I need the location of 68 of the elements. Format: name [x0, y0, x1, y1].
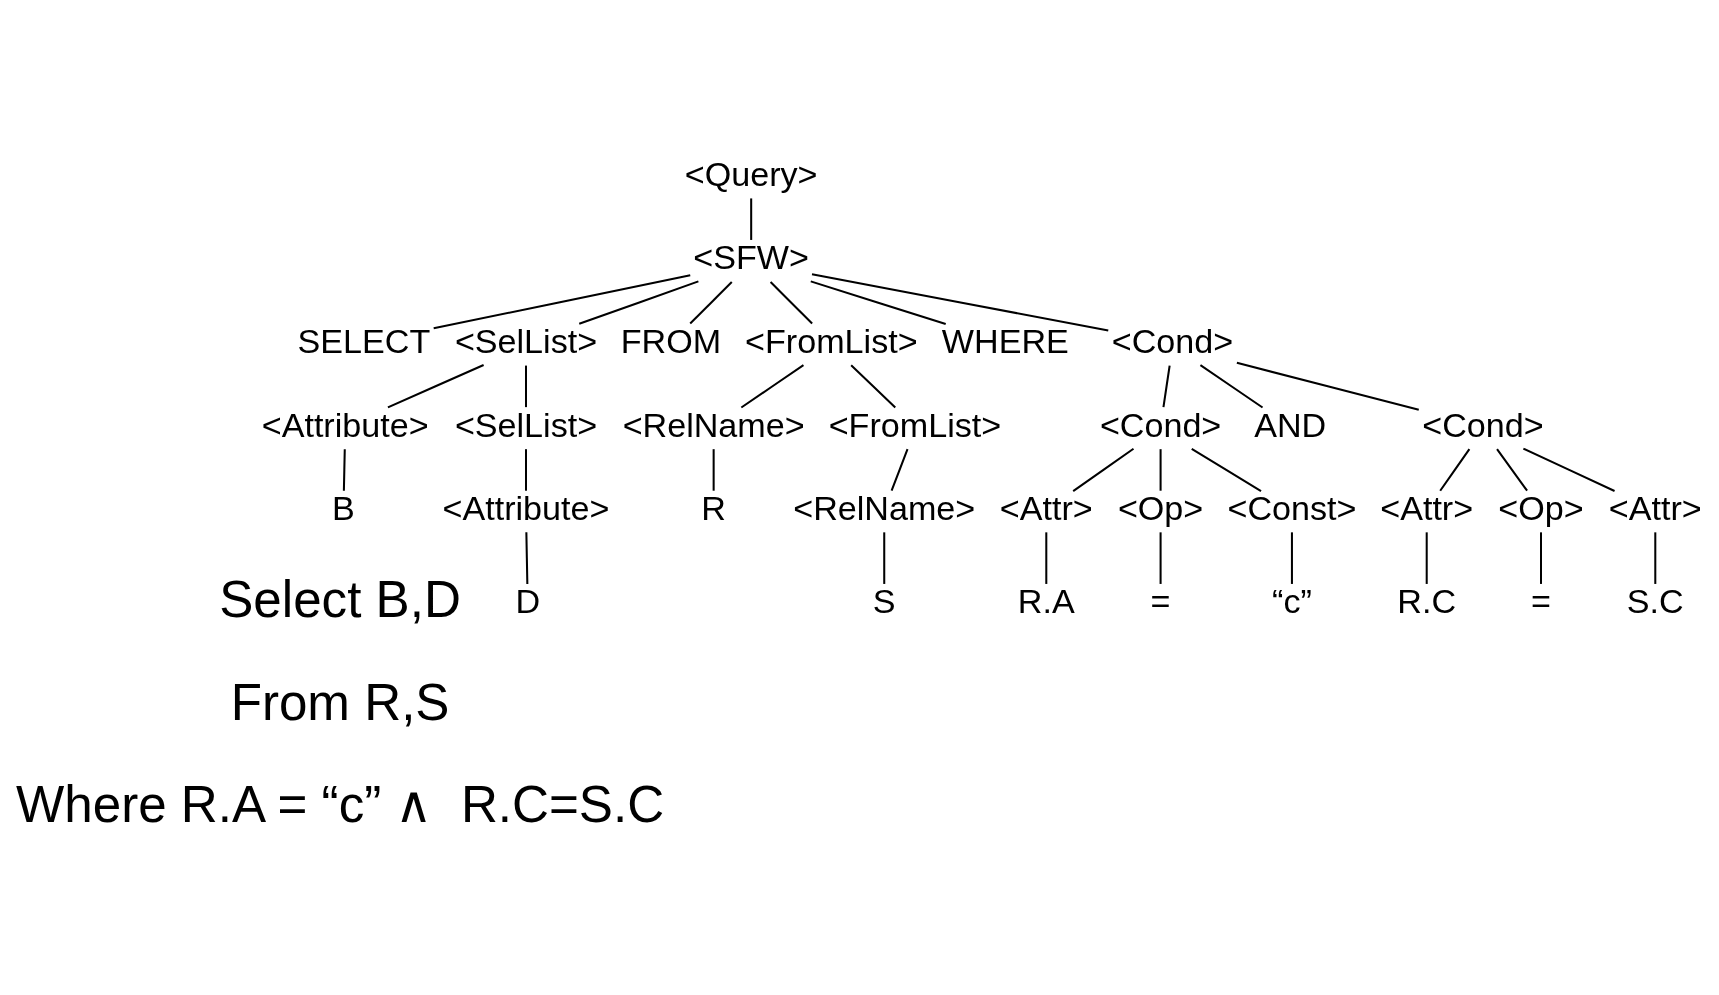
node-text: <FromList>: [828, 405, 1002, 444]
node-text: <Query>: [684, 154, 818, 193]
node-text: <Attribute>: [442, 488, 610, 527]
node-text: <Op>: [1498, 488, 1584, 527]
node-text: =: [1150, 581, 1171, 620]
node-text: B: [332, 488, 355, 527]
connector: [883, 531, 886, 584]
node-text: R.A: [1017, 581, 1075, 620]
node-text: <Attribute>: [261, 405, 429, 444]
node-text: <Const>: [1227, 488, 1357, 527]
connector: [1199, 363, 1264, 408]
node-text: R.C: [1397, 581, 1457, 620]
node-text: =: [1531, 581, 1551, 620]
connector: [1290, 531, 1293, 584]
connector: [524, 448, 528, 491]
node-text: SELECT: [297, 321, 431, 360]
connector: [1072, 447, 1135, 492]
node-text: S.C: [1626, 581, 1684, 620]
connector: [433, 273, 691, 329]
node-text: D: [515, 581, 541, 620]
node-text: <Cond>: [1111, 321, 1234, 360]
connector: [850, 363, 896, 408]
connector: [1159, 448, 1162, 491]
node-text: <Op>: [1117, 488, 1204, 527]
node-text: <RelName>: [622, 405, 805, 444]
node-text: <Cond>: [1422, 405, 1544, 444]
connector: [1522, 447, 1615, 492]
node-text: <FromList>: [745, 321, 918, 360]
node-text: WHERE: [941, 321, 1069, 360]
connector: [810, 279, 946, 325]
connector: [1191, 447, 1262, 492]
connector: [1162, 364, 1171, 407]
connector: [712, 448, 715, 491]
node-text: <Attr>: [999, 488, 1093, 527]
node-text: <Attr>: [1608, 488, 1702, 527]
label: Select B,D: [219, 570, 461, 628]
node-text: “c”: [1272, 581, 1312, 620]
connector: [524, 365, 528, 407]
node-text: <SelList>: [454, 321, 598, 360]
connector: [689, 280, 733, 324]
connector: [525, 531, 529, 584]
node-text: AND: [1254, 405, 1327, 444]
connector: [890, 448, 909, 491]
connector: [1159, 531, 1162, 584]
connector: [740, 363, 805, 408]
connector: [811, 272, 1109, 332]
connector: [1539, 531, 1543, 584]
node-text: <RelName>: [793, 488, 976, 527]
connector: [1045, 531, 1048, 584]
node-text: <Cond>: [1099, 405, 1222, 444]
connector: [1425, 531, 1428, 584]
node-text: <SFW>: [693, 237, 809, 276]
connector: [342, 448, 346, 491]
connector: [578, 279, 699, 325]
node-text: S: [872, 581, 896, 620]
label: Where R.A = “c” ∧ R.C=S.C: [15, 775, 665, 833]
node-text: <SelList>: [454, 405, 598, 444]
connector: [1496, 448, 1528, 491]
label: From R,S: [230, 673, 450, 731]
node-text: FROM: [620, 321, 722, 360]
connector: [1236, 361, 1419, 411]
connector: [1654, 531, 1657, 584]
node-text: <Attr>: [1380, 488, 1474, 527]
connector: [769, 280, 813, 324]
connector: [750, 197, 753, 240]
connector: [1439, 448, 1471, 491]
connector: [387, 363, 485, 408]
node-text: R: [701, 488, 726, 527]
